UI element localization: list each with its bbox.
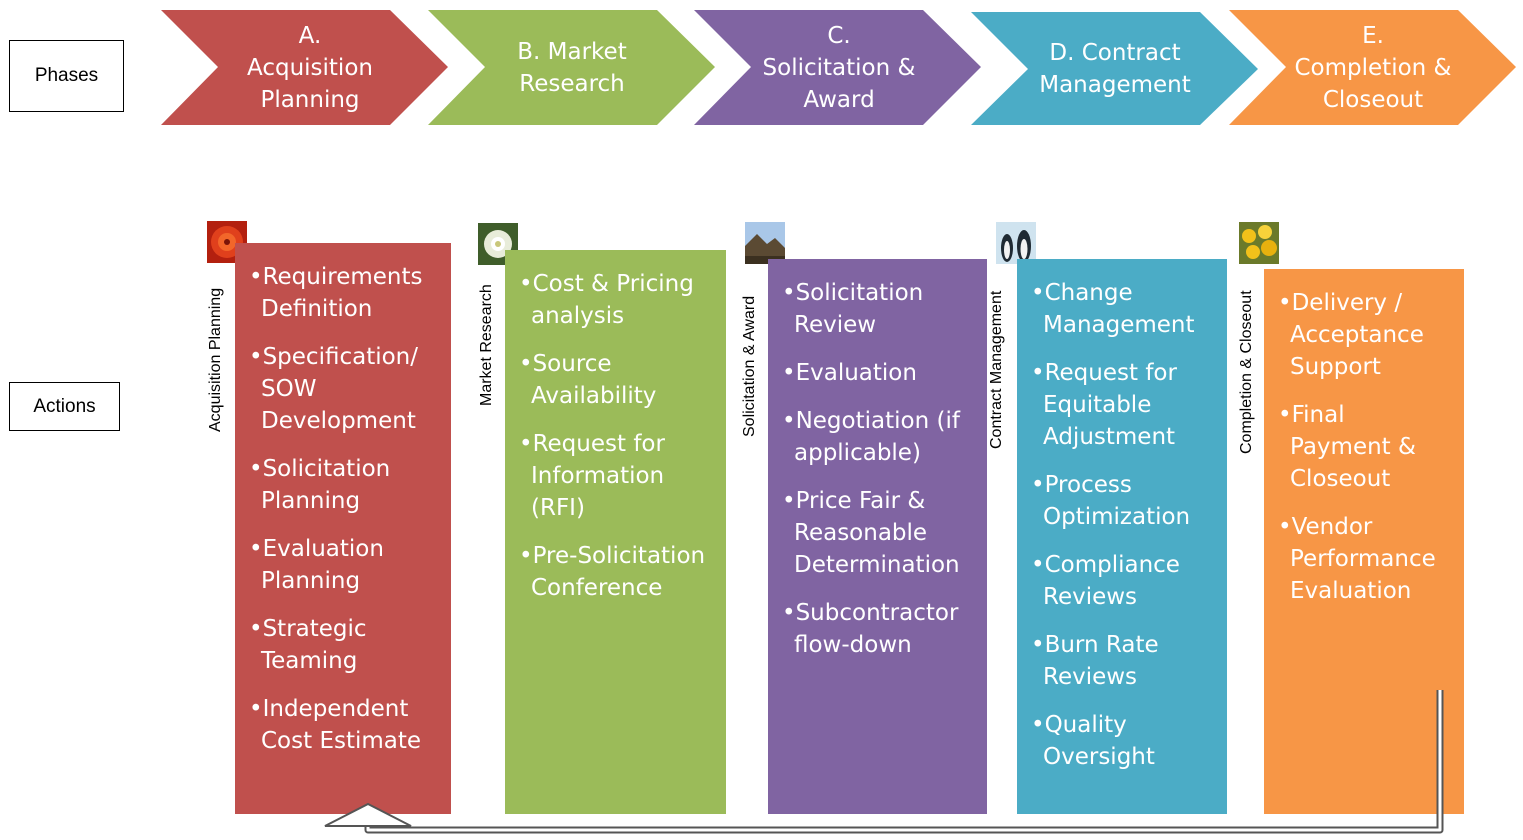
list-item: Evaluation Planning xyxy=(249,533,439,597)
phase-title-line1: Acquisition xyxy=(247,54,373,81)
penguins-icon xyxy=(996,222,1036,264)
list-item: Solicitation Review xyxy=(782,277,975,341)
white-flower-icon xyxy=(478,223,518,265)
list-item: Pre-Solicitation Conference xyxy=(519,540,714,604)
list-item: Price Fair & Reasonable Determination xyxy=(782,485,975,581)
phase-c-title: C. Solicitation & Award xyxy=(739,10,939,125)
acquisition-planning-actions: Requirements Definition Specification/ S… xyxy=(235,243,451,814)
landscape-icon xyxy=(745,222,785,264)
list-item: Delivery / Acceptance Support xyxy=(1278,287,1452,383)
phase-title-line2: Award xyxy=(803,86,875,113)
list-item: Final Payment & Closeout xyxy=(1278,399,1452,495)
list-item: Request for Equitable Adjustment xyxy=(1031,357,1215,453)
list-item: Negotiation (if applicable) xyxy=(782,405,975,469)
phase-letter: A. xyxy=(298,22,322,49)
list-item: Strategic Teaming xyxy=(249,613,439,677)
list-item: Requirements Definition xyxy=(249,261,439,325)
phase-d-title: D. Contract Management xyxy=(1015,12,1215,125)
list-item: Compliance Reviews xyxy=(1031,549,1215,613)
chevron-contract-management xyxy=(971,12,1258,125)
solicitation-award-side-label: Solicitation & Award xyxy=(741,295,758,437)
chevron-completion-closeout xyxy=(1229,10,1516,125)
list-item: Specification/ SOW Development xyxy=(249,341,439,437)
list-item: Evaluation xyxy=(782,357,975,389)
phase-title-line1: Solicitation & xyxy=(762,54,916,81)
phase-title-line1: B. Market xyxy=(517,38,627,65)
phase-e-title: E. Completion & Closeout xyxy=(1273,10,1473,125)
list-item: Quality Oversight xyxy=(1031,709,1215,773)
yellow-flowers-icon xyxy=(1239,222,1279,264)
phase-title-line1: D. Contract xyxy=(1049,39,1181,66)
contract-management-actions: Change Management Request for Equitable … xyxy=(1017,259,1227,814)
chevron-acquisition-planning xyxy=(161,10,448,125)
phase-b-title: B. Market Research xyxy=(472,10,672,125)
list-item: Request for Information (RFI) xyxy=(519,428,714,524)
list-item: Cost & Pricing analysis xyxy=(519,268,714,332)
solicitation-award-actions: Solicitation Review Evaluation Negotiati… xyxy=(768,259,987,814)
list-item: Change Management xyxy=(1031,277,1215,341)
phase-letter: C. xyxy=(827,22,851,49)
acquisition-planning-side-label: Acquisition Planning xyxy=(207,287,224,433)
list-item: Burn Rate Reviews xyxy=(1031,629,1215,693)
phase-title-line2: Management xyxy=(1039,71,1191,98)
completion-closeout-actions: Delivery / Acceptance Support Final Paym… xyxy=(1264,269,1464,814)
list-item: Source Availability xyxy=(519,348,714,412)
phase-title-line1: Completion & xyxy=(1294,54,1452,81)
market-research-actions: Cost & Pricing analysis Source Availabil… xyxy=(505,250,726,814)
actions-label: Actions xyxy=(9,382,120,431)
list-item: Solicitation Planning xyxy=(249,453,439,517)
phase-letter: E. xyxy=(1362,22,1384,49)
market-research-side-label: Market Research xyxy=(478,284,495,406)
phases-label: Phases xyxy=(9,40,124,112)
list-item: Process Optimization xyxy=(1031,469,1215,533)
list-item: Independent Cost Estimate xyxy=(249,693,439,757)
completion-closeout-side-label: Completion & Closeout xyxy=(1238,290,1255,455)
phase-a-title: A. Acquisition Planning xyxy=(210,10,410,125)
chevron-market-research xyxy=(428,10,715,125)
phase-title-line2: Research xyxy=(519,70,625,97)
list-item: Vendor Performance Evaluation xyxy=(1278,511,1452,607)
chevron-solicitation-award xyxy=(694,10,981,125)
contract-management-side-label: Contract Management xyxy=(988,290,1005,450)
list-item: Subcontractor flow-down xyxy=(782,597,975,661)
phase-title-line2: Closeout xyxy=(1322,86,1424,113)
phase-title-line2: Planning xyxy=(260,86,360,113)
